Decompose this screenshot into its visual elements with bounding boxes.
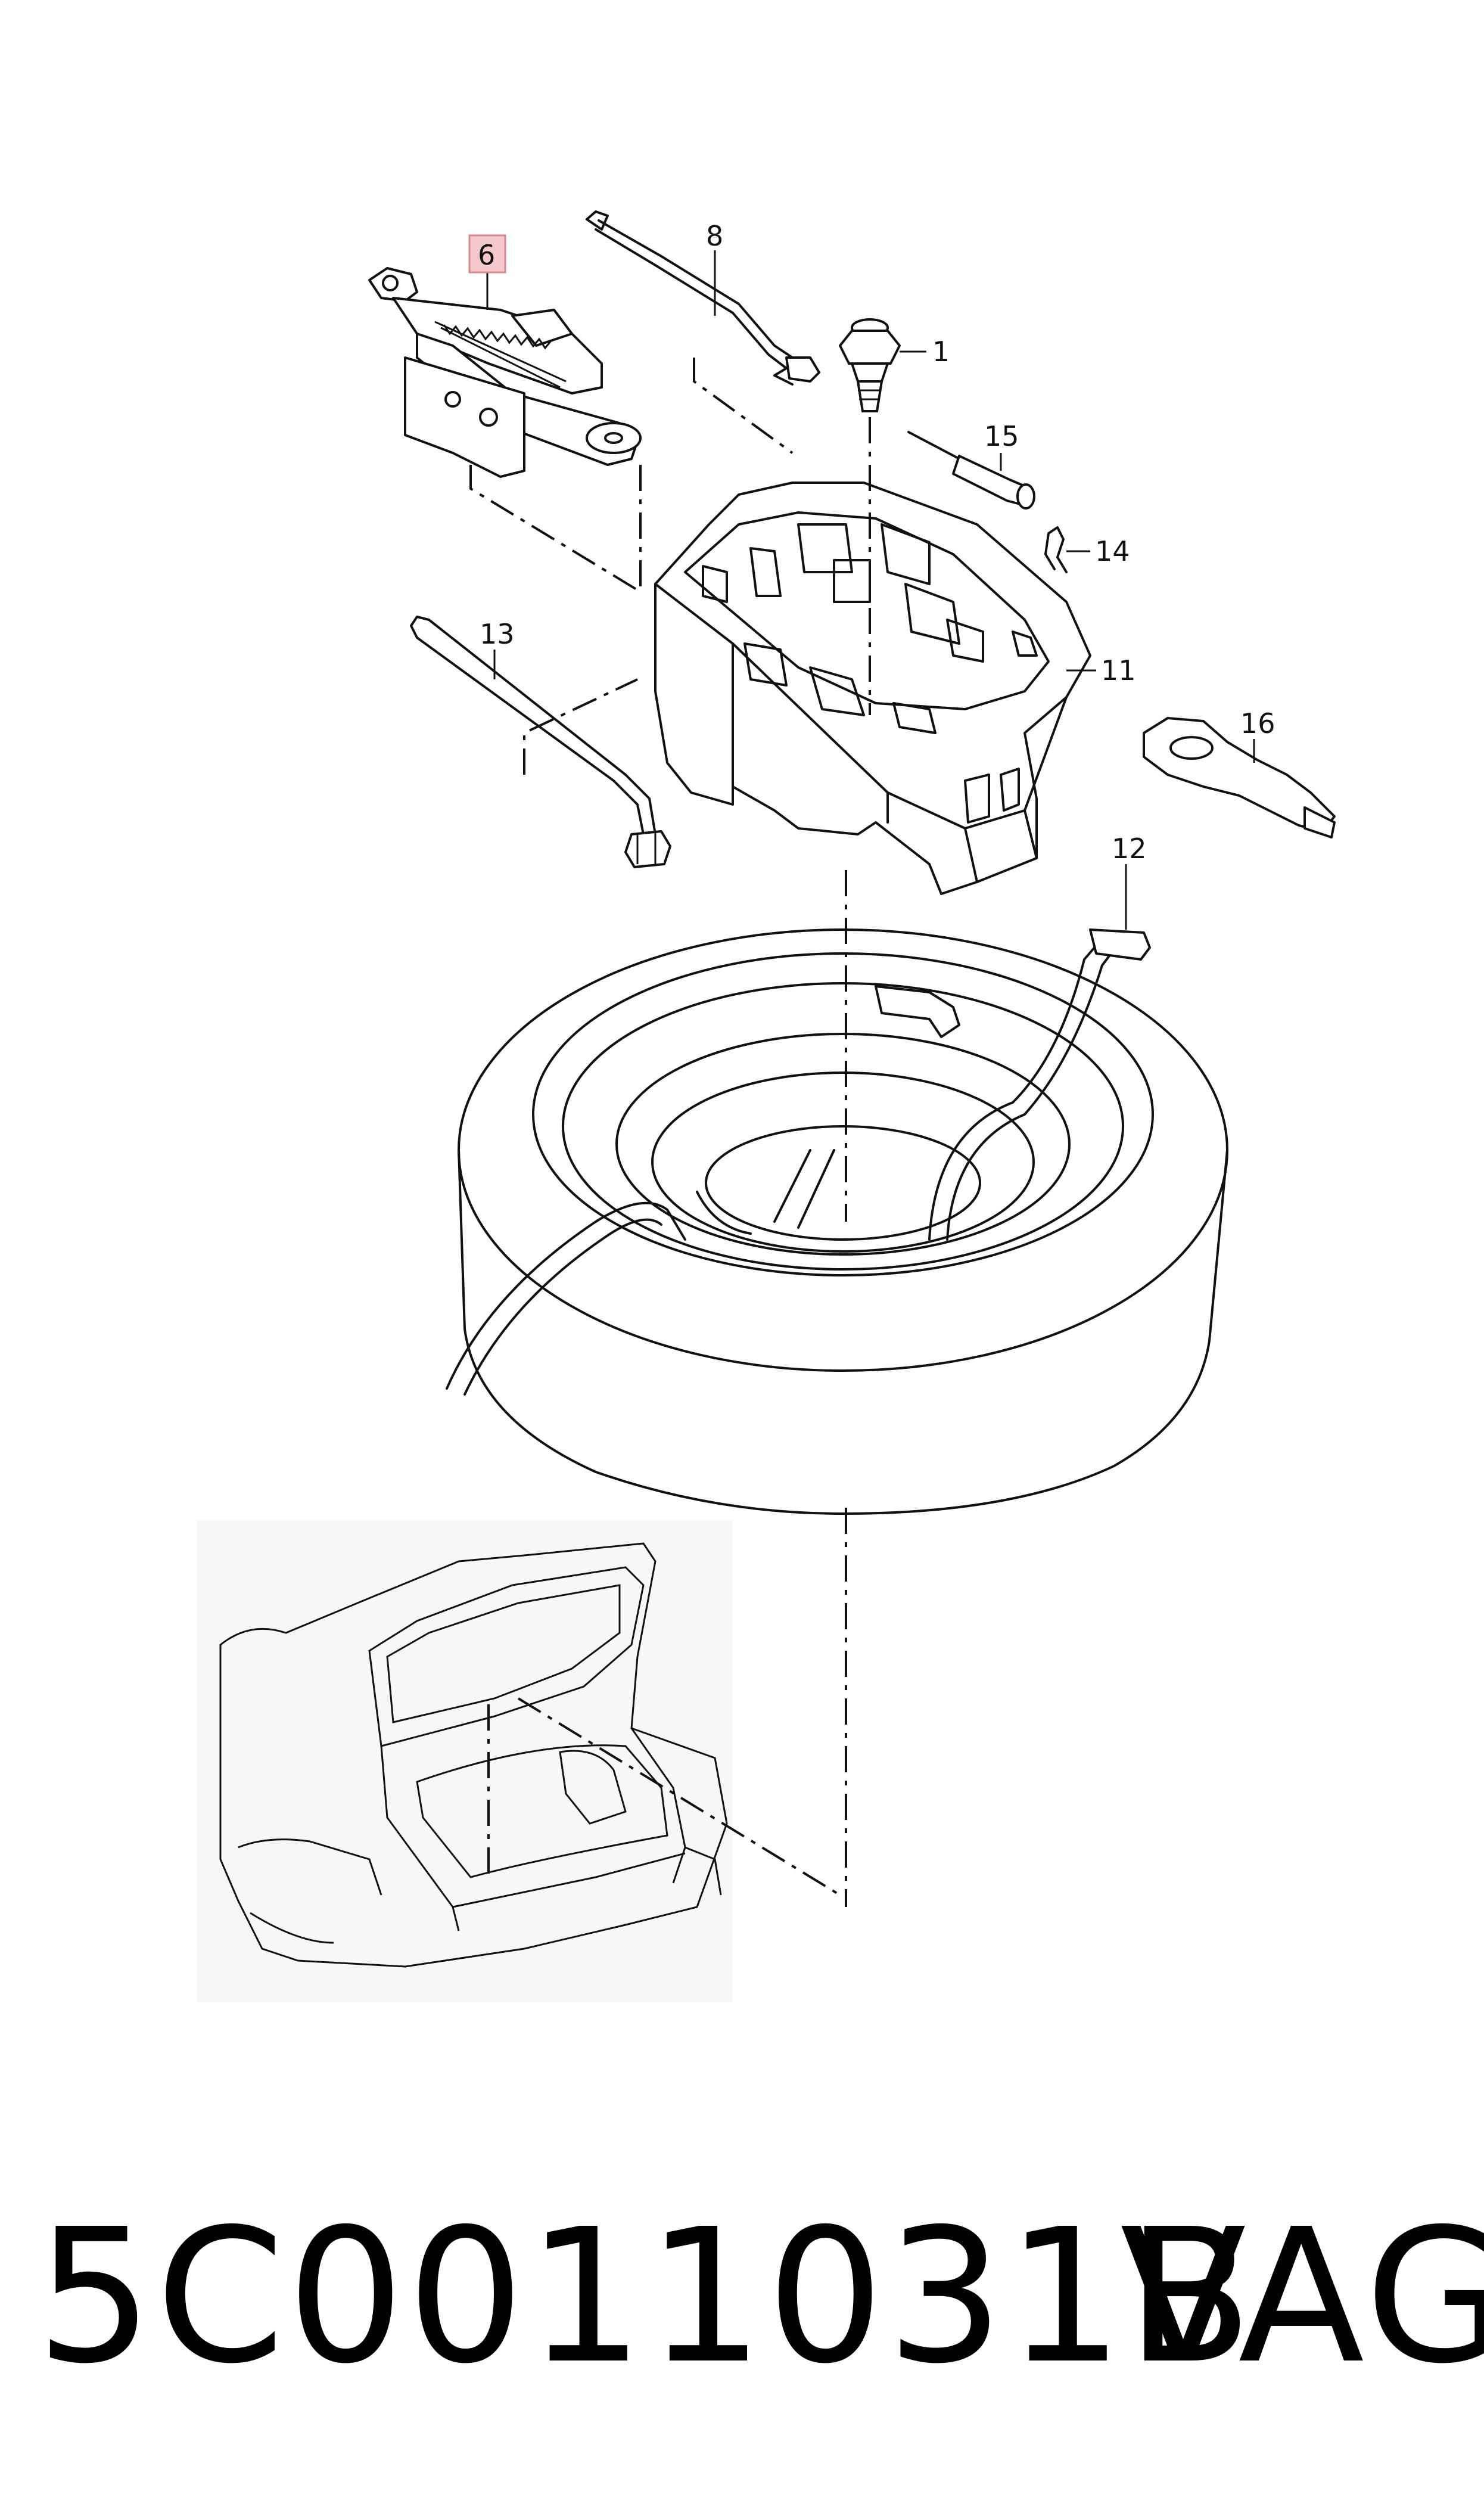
leader-lines <box>486 250 1255 930</box>
car-trunk-inset <box>197 1520 841 2002</box>
spring-clip <box>1044 526 1068 573</box>
callout-wing-bolt[interactable]: 1 <box>932 336 950 368</box>
screwdriver <box>907 431 1035 510</box>
callout-jack[interactable]: 6 <box>478 239 495 271</box>
callout-tow-eye[interactable]: 16 <box>1240 707 1275 740</box>
tow-eye <box>1143 717 1336 838</box>
callout-strap[interactable]: 12 <box>1112 833 1147 865</box>
callout-screwdriver[interactable]: 15 <box>984 420 1019 452</box>
strap <box>446 928 1151 1396</box>
tool-tray <box>654 482 1091 895</box>
part-number: 5C0011031B <box>36 2189 1255 2405</box>
wing-bolt <box>839 318 901 412</box>
jack-crank <box>586 210 820 386</box>
callout-crank[interactable]: 8 <box>706 220 723 252</box>
scissor-jack <box>368 267 642 478</box>
brand-name: VAG <box>1120 2189 1484 2405</box>
callout-wheel-brace[interactable]: 13 <box>480 618 515 650</box>
spare-wheel <box>458 928 1228 1515</box>
callout-labels: 6 8 1 15 14 11 13 16 12 <box>468 220 1275 865</box>
callout-spring-clip[interactable]: 14 <box>1095 535 1130 567</box>
footer: 5C0011031B VAG <box>36 2189 1484 2405</box>
jack-callout-highlight <box>468 234 506 274</box>
callout-tool-tray[interactable]: 11 <box>1101 654 1136 687</box>
wheel-brace <box>410 616 671 868</box>
